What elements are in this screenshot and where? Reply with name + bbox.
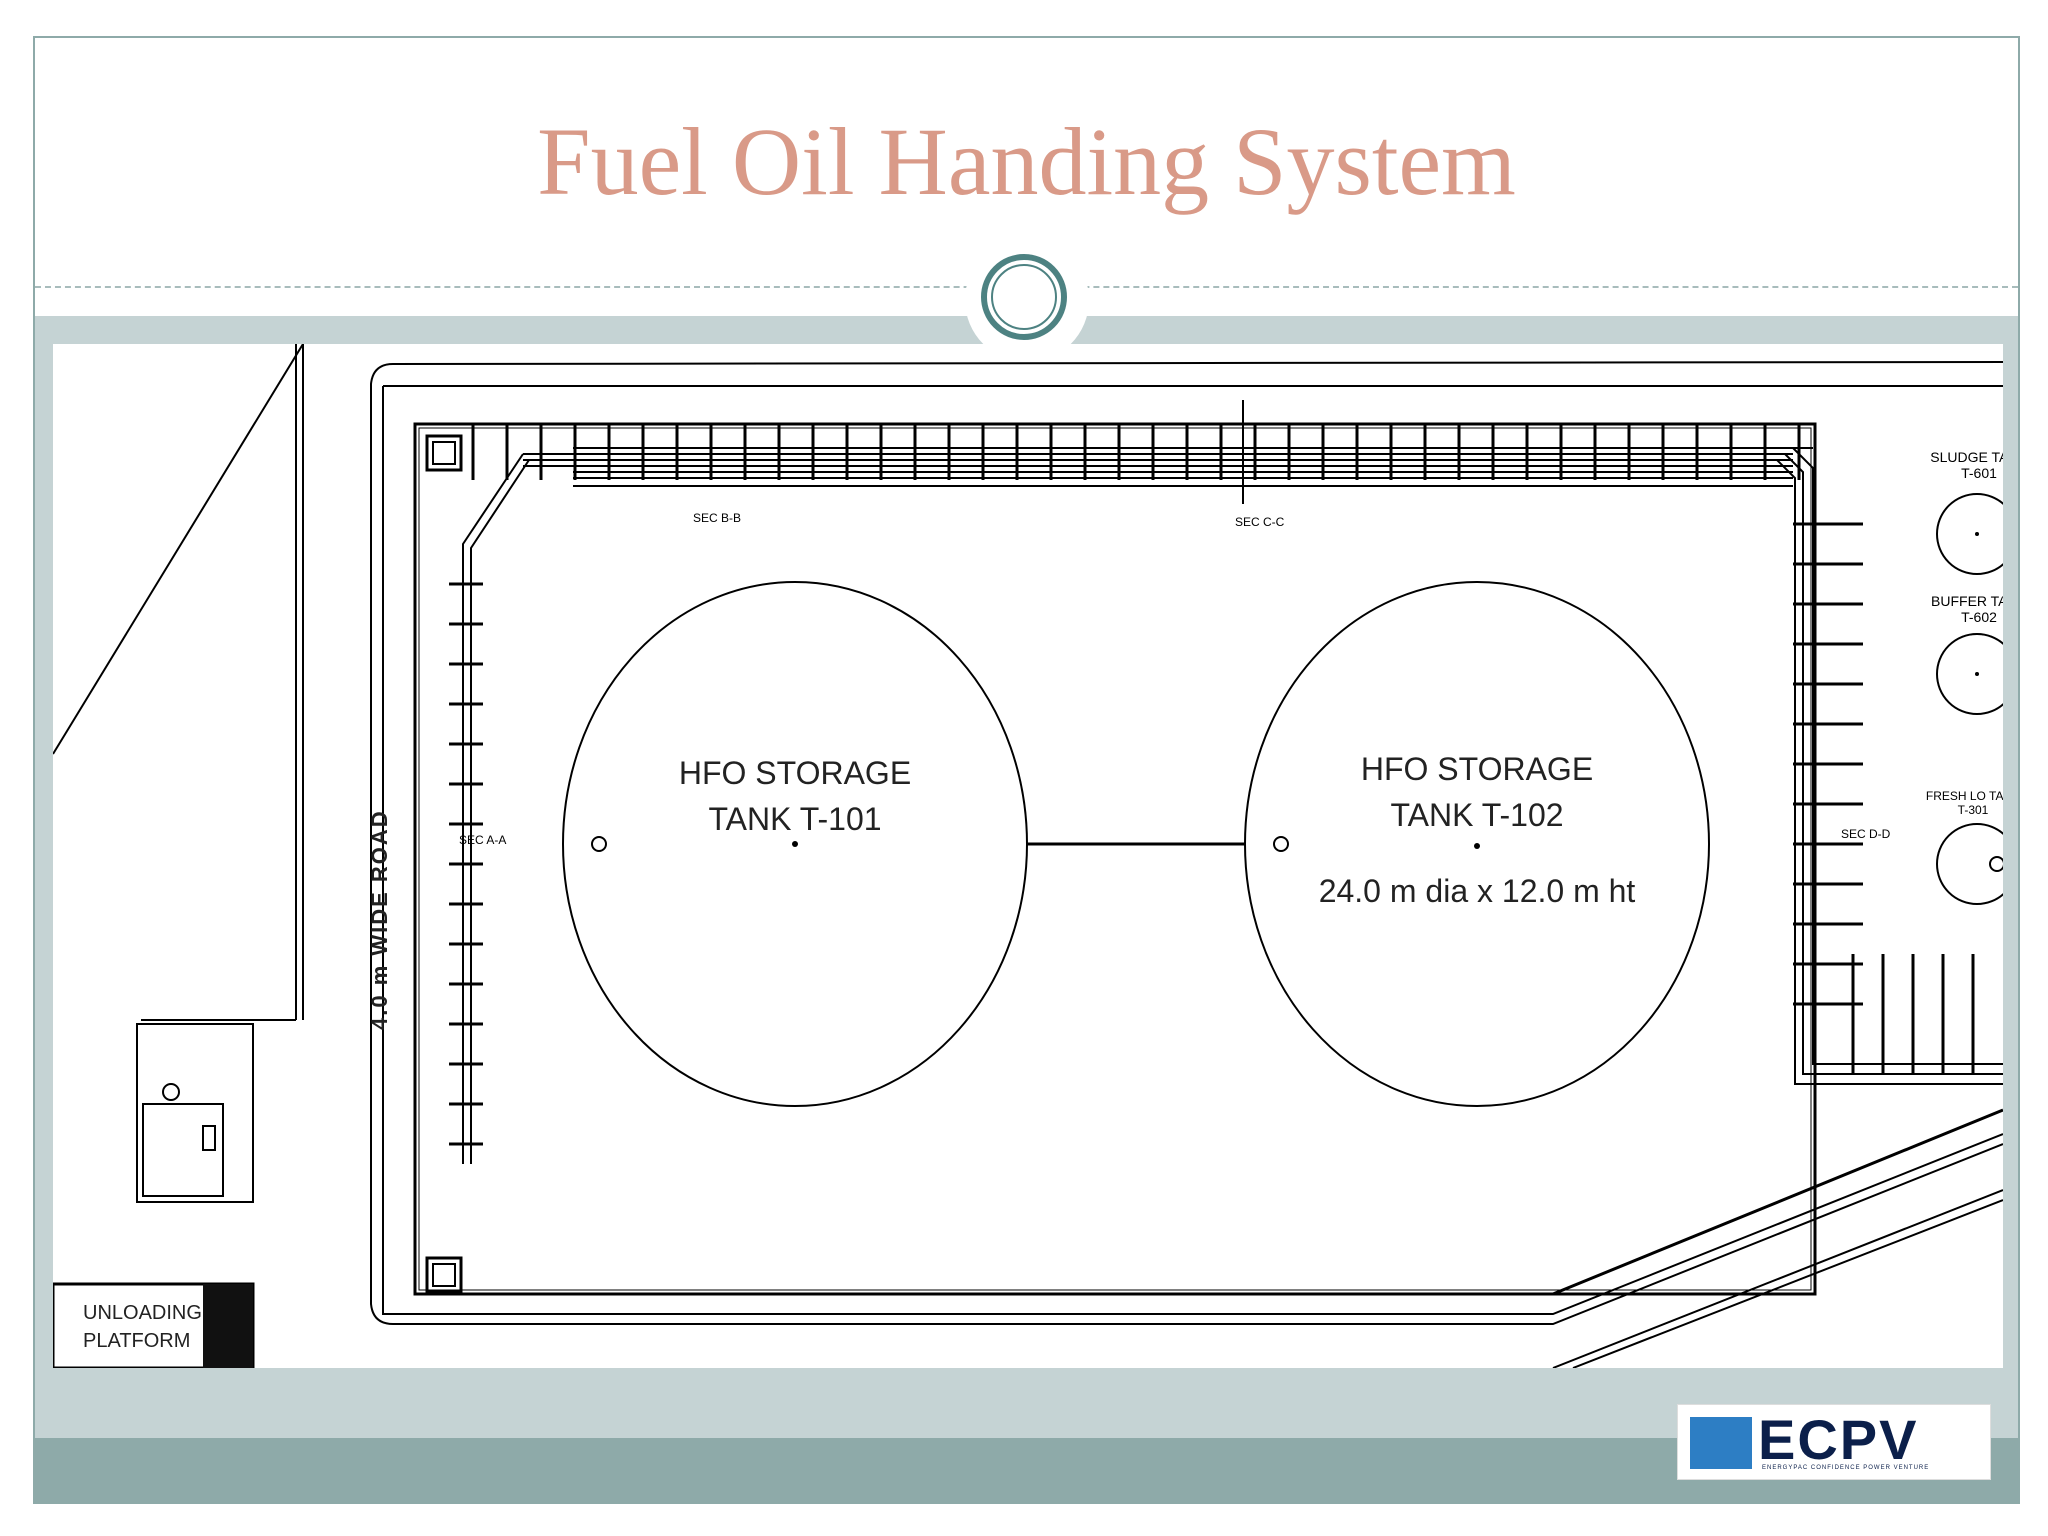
buffer-tank-tag: T-602 — [1961, 609, 1997, 625]
section-c-label: SEC C-C — [1235, 515, 1285, 529]
sludge-tank-t601: SLUDGE TANK T-601 — [1930, 449, 2003, 575]
layout-drawing: HFO STORAGE TANK T-101 HFO STORAGE TANK … — [53, 344, 2003, 1368]
site-boundary — [370, 361, 2003, 1325]
pipe-grid-right — [1793, 522, 1975, 1074]
hfo-tank-t101: HFO STORAGE TANK T-101 — [562, 581, 1028, 1107]
ecpv-logo-icon — [1690, 1417, 1752, 1469]
corner-pits — [425, 434, 463, 1294]
logo-tagline: ENERGYPAC CONFIDENCE POWER VENTURE — [1762, 1465, 1930, 1471]
pipe-rack-top — [462, 447, 2003, 1164]
slide-title: Fuel Oil Handing System — [537, 108, 1516, 215]
section-markers: SEC A-A SEC B-B SEC C-C SEC D-D — [459, 400, 1891, 847]
tank-t102-dimensions: 24.0 m dia x 12.0 m ht — [1319, 873, 1636, 909]
ornament-inner-ring-icon — [991, 264, 1057, 330]
fresh-lo-tank-label: FRESH LO TANK — [1926, 789, 2003, 803]
dyke-wall — [413, 422, 2003, 1296]
sludge-tank-label: SLUDGE TANK — [1930, 449, 2003, 465]
sludge-tank-tag: T-601 — [1961, 465, 1997, 481]
tank-t102-label-line2: TANK T-102 — [1390, 797, 1563, 833]
slide: Fuel Oil Handing System — [33, 36, 2020, 1504]
hfo-tank-t102: HFO STORAGE TANK T-102 24.0 m dia x 12.0… — [1244, 581, 1710, 1107]
buffer-tank-t602: BUFFER TANK T-602 — [1931, 593, 2003, 715]
logo-name: ECPV — [1758, 1408, 1919, 1471]
road-edge-lower — [1552, 1189, 2003, 1368]
section-a-label: SEC A-A — [459, 833, 506, 847]
platform-label-line1: UNLOADING — [83, 1302, 202, 1324]
pipe-rack-supports — [449, 424, 1801, 1146]
pump-house — [136, 1023, 254, 1203]
platform-label-line2: PLATFORM — [83, 1330, 190, 1352]
company-logo: ECPV ENERGYPAC CONFIDENCE POWER VENTURE — [1677, 1404, 1991, 1480]
road-label: 4.0 m WIDE ROAD — [367, 809, 392, 1030]
tank-t101-label-line2: TANK T-101 — [708, 801, 881, 837]
tank-t102-label-line1: HFO STORAGE — [1361, 751, 1593, 787]
tank-t101-label-line1: HFO STORAGE — [679, 755, 911, 791]
road-boundary — [53, 344, 304, 1021]
fresh-lo-tank-tag: T-301 — [1958, 803, 1989, 817]
unloading-platform: UNLOADING PLATFORM — [53, 1282, 255, 1368]
section-b-label: SEC B-B — [693, 511, 741, 525]
buffer-tank-label: BUFFER TANK — [1931, 593, 2003, 609]
fresh-lo-tank-t301: FRESH LO TANK T-301 — [1926, 789, 2003, 905]
section-d-label: SEC D-D — [1841, 827, 1891, 841]
